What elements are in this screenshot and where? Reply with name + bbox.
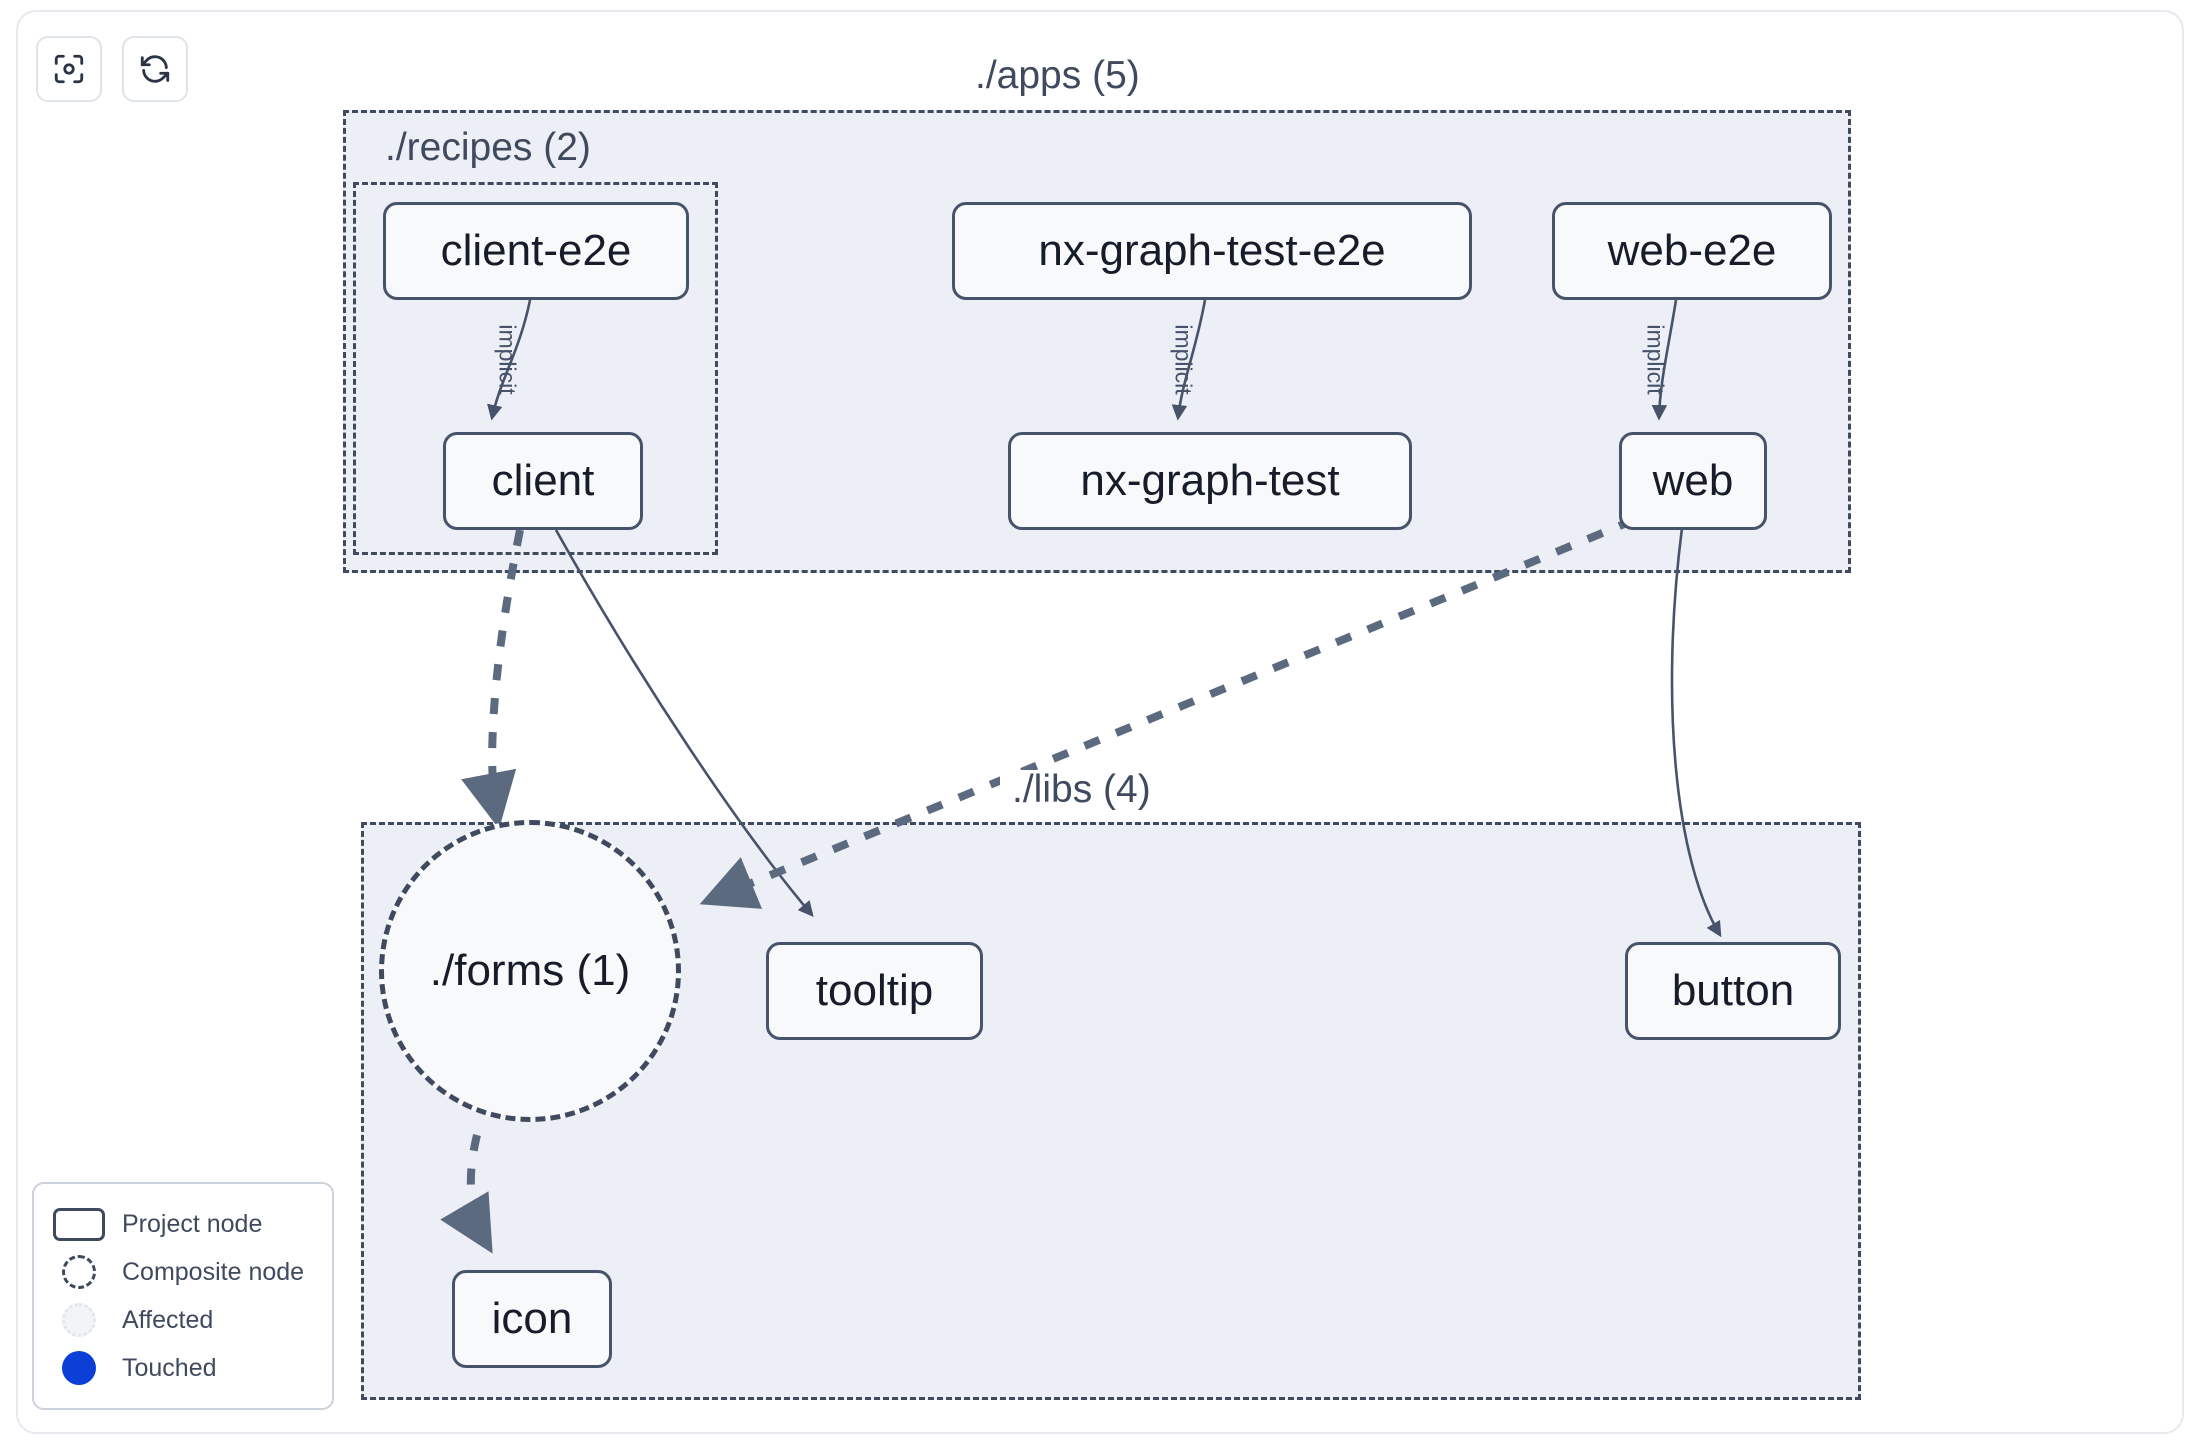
edge-forms-to-icon xyxy=(440,1134,493,1254)
edge-web-e2e-to-web xyxy=(1651,299,1678,421)
group-libs-label: ./libs (4) xyxy=(1000,770,1163,809)
focus-icon xyxy=(52,52,86,86)
legend-label: Composite node xyxy=(122,1257,305,1286)
node-forms-composite[interactable]: ./forms (1) xyxy=(379,820,681,1122)
refresh-icon xyxy=(138,52,172,86)
node-icon[interactable]: icon xyxy=(452,1270,612,1368)
node-label: client-e2e xyxy=(440,226,632,275)
edge-label-web-e2e-web: implicit xyxy=(1642,324,1669,395)
touched-node-icon xyxy=(52,1351,106,1385)
legend-item-touched: Touched xyxy=(52,1344,314,1392)
node-label: client xyxy=(491,456,595,505)
legend-item-project-node: Project node xyxy=(52,1200,314,1248)
project-node-icon xyxy=(52,1207,106,1241)
node-label: nx-graph-test-e2e xyxy=(1038,226,1386,275)
node-client-e2e[interactable]: client-e2e xyxy=(383,202,689,300)
legend-label: Project node xyxy=(122,1209,263,1238)
legend-label: Touched xyxy=(122,1353,217,1382)
legend-item-composite-node: Composite node xyxy=(52,1248,314,1296)
node-label: icon xyxy=(491,1294,573,1343)
group-apps-label: ./apps (5) xyxy=(963,56,1152,95)
refresh-graph-button[interactable] xyxy=(122,36,188,102)
legend-label: Affected xyxy=(122,1305,214,1334)
group-recipes-label: ./recipes (2) xyxy=(373,128,603,167)
edge-label-nx-graph-test-e2e-nx-graph-test: implicit xyxy=(1170,324,1197,395)
graph-toolbar xyxy=(36,36,188,102)
node-label: web xyxy=(1652,456,1734,505)
composite-node-label: ./forms (1) xyxy=(429,946,631,995)
node-nx-graph-test-e2e[interactable]: nx-graph-test-e2e xyxy=(952,202,1472,300)
edge-client-e2e-to-client xyxy=(487,299,532,421)
edge-web-to-button xyxy=(1670,527,1722,938)
legend-item-affected: Affected xyxy=(52,1296,314,1344)
edge-nx-graph-test-e2e-to-nx-graph-test xyxy=(1171,299,1207,421)
node-nx-graph-test[interactable]: nx-graph-test xyxy=(1008,432,1412,530)
edge-client-to-forms xyxy=(461,529,524,830)
node-button[interactable]: button xyxy=(1625,942,1841,1040)
node-web-e2e[interactable]: web-e2e xyxy=(1552,202,1832,300)
node-tooltip[interactable]: tooltip xyxy=(766,942,983,1040)
node-label: button xyxy=(1671,966,1795,1015)
node-client[interactable]: client xyxy=(443,432,643,530)
affected-node-icon xyxy=(52,1303,106,1337)
focus-graph-button[interactable] xyxy=(36,36,102,102)
edge-label-client-e2e-client: implicit xyxy=(494,324,521,395)
node-label: tooltip xyxy=(815,966,934,1015)
node-web[interactable]: web xyxy=(1619,432,1767,530)
composite-node-icon xyxy=(52,1255,106,1289)
node-label: web-e2e xyxy=(1607,226,1777,275)
graph-legend: Project node Composite node Affected Tou… xyxy=(32,1182,334,1410)
edge-client-to-tooltip xyxy=(554,529,814,917)
node-label: nx-graph-test xyxy=(1080,456,1340,505)
